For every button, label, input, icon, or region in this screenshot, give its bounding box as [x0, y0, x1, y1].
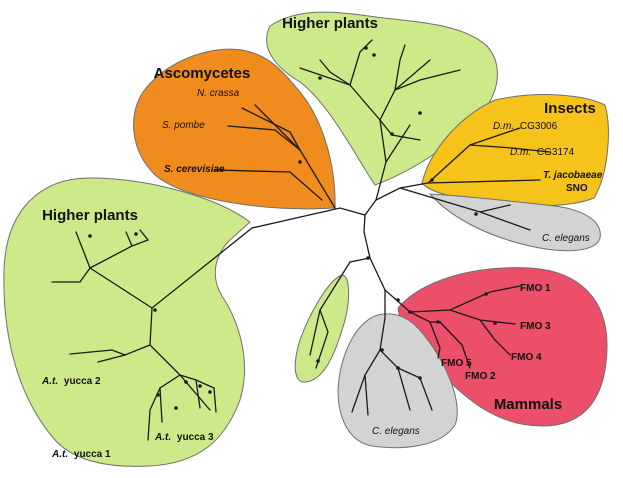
tree-branches [51, 39, 551, 441]
leaf-label-sno: SNO [566, 183, 588, 194]
group-label-ascomycetes: Ascomycetes [154, 65, 251, 82]
gene-cg3006: CG3006 [520, 121, 558, 132]
gene-cg3174: CG3174 [537, 147, 575, 158]
clade-region-higher-plants-left [3, 177, 251, 467]
species-dm-1: D.m. [493, 121, 514, 132]
species-dm-2: D.m. [510, 147, 531, 158]
species-at-2: A.t. [154, 432, 171, 443]
leaf-label-s-cerevisiae: S. cerevisiae [164, 164, 225, 175]
leaf-label-c-elegans-upper: C. elegans [542, 233, 590, 244]
group-label-insects: Insects [544, 100, 596, 117]
species-at-1: A.t. [41, 376, 58, 387]
leaf-label-yucca2: A.t. yucca 2 [41, 376, 101, 387]
leaf-label-t-jacobaeae: T. jacobaeae [543, 170, 603, 181]
leaf-label-fmo3: FMO 3 [520, 321, 551, 332]
leaf-label-fmo4: FMO 4 [511, 352, 542, 363]
group-label-mammals: Mammals [494, 396, 562, 413]
leaf-label-fmo2: FMO 2 [465, 371, 496, 382]
leaf-label-yucca3: A.t. yucca 3 [154, 432, 214, 443]
clade-region-ascomycetes [133, 48, 336, 210]
species-at-3: A.t. [51, 449, 68, 460]
clade-region-c-elegans-upper [428, 193, 601, 252]
leaf-label-s-pombe: S. pombe [162, 120, 205, 131]
clade-region-higher-plants-small [294, 274, 350, 383]
gene-yucca3: yucca 3 [177, 432, 214, 443]
leaf-label-yucca1: A.t. yucca 1 [51, 449, 111, 460]
leaf-label-fmo1: FMO 1 [520, 283, 551, 294]
gene-yucca2: yucca 2 [64, 376, 101, 387]
leaf-label-dm-cg3006: D.m. CG3006 [493, 121, 558, 132]
leaf-label-c-elegans-lower: C. elegans [372, 426, 420, 437]
group-label-higher-plants-top: Higher plants [282, 15, 378, 32]
leaf-label-dm-cg3174: D.m. CG3174 [510, 147, 575, 158]
node-dots [88, 46, 497, 410]
gene-yucca1: yucca 1 [74, 449, 111, 460]
leaf-label-fmo5: FMO 5 [441, 358, 472, 369]
group-label-higher-plants-left: Higher plants [42, 207, 138, 224]
leaf-label-n-crassa: N. crassa [197, 88, 240, 99]
